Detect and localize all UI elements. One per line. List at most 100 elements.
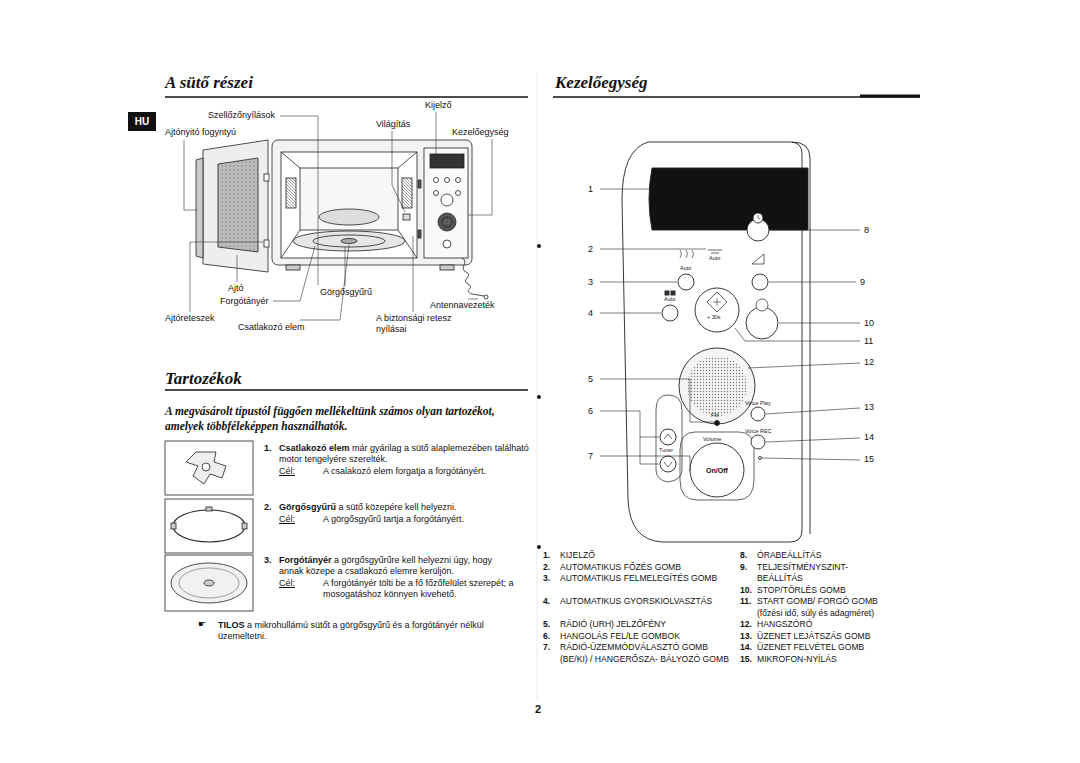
callout-number: 8 xyxy=(864,225,869,236)
callout-leaders xyxy=(600,189,860,470)
list-text: STOP/TÖRLÉS GOMB xyxy=(757,585,917,597)
list-text: AUTOMATIKUS FELMELEGÍTÉS GOMB xyxy=(560,573,732,585)
goal-label: Cél: xyxy=(279,578,295,589)
accessory-images xyxy=(165,441,253,611)
part-label: Ajtó xyxy=(228,283,244,294)
goal-label: Cél: xyxy=(279,466,295,477)
button-caption: Voice Play xyxy=(745,400,771,407)
section-heading: A sütő részei xyxy=(165,72,253,93)
callout-number: 6 xyxy=(588,406,593,417)
list-text: MIKROFON-NYÍLÁS xyxy=(757,654,917,666)
list-text: AUTOMATIKUS GYORSKIOLVASZTÁS xyxy=(560,596,732,608)
node-text: HU xyxy=(135,116,149,127)
callout-number: 2 xyxy=(588,244,593,255)
list-number: 3. xyxy=(543,573,550,585)
part-label: Csatlakozó elem xyxy=(238,322,305,333)
node-text: On/Off xyxy=(706,467,728,474)
list-number: 9. xyxy=(740,562,747,574)
callout-number: 5 xyxy=(588,374,593,385)
list-text: AUTOMATIKUS FŐZÉS GOMB xyxy=(560,562,732,574)
button-caption: Volume xyxy=(703,436,721,443)
list-number: 2. xyxy=(543,562,550,574)
part-label: Szellőzőnyílások xyxy=(208,110,275,121)
section-heading: Kezelőegység xyxy=(555,72,648,93)
item-text: Görgősgyűrű a sütő közepére kell helyezn… xyxy=(279,502,531,513)
button-caption: Auto xyxy=(709,255,720,262)
callout-number: 12 xyxy=(864,357,874,368)
label-text: Görgősgyűrű xyxy=(279,502,336,512)
item-number: 2. xyxy=(264,502,272,513)
goal-text: A forgótányér tölti be a fő főzőfelület … xyxy=(323,578,533,601)
list-number: 13. xyxy=(740,631,752,643)
note-symbol: ☛ xyxy=(198,619,206,630)
list-number: 5. xyxy=(543,619,550,631)
list-number: 15. xyxy=(740,654,752,666)
list-number: 7. xyxy=(543,642,550,654)
part-label: Világítás xyxy=(376,119,410,130)
list-text: ÜZENET LEJÁTSZÁS GOMB xyxy=(757,631,917,643)
bullet-dots xyxy=(537,244,541,549)
goal-label: Cél: xyxy=(279,514,295,525)
goal-text: A görgősgyűrű tartja a forgótányért. xyxy=(323,514,464,525)
language-tab: HU xyxy=(128,112,156,131)
section-heading: Tartozékok xyxy=(165,368,242,389)
list-number: 12. xyxy=(740,619,752,631)
list-number: 1. xyxy=(543,550,550,562)
label-text: Forgótányér xyxy=(279,555,332,565)
callout-number: 11 xyxy=(864,336,873,347)
callout-number: 10 xyxy=(864,318,874,329)
leader-lines xyxy=(184,112,492,320)
item-text: Csatlakozó elem már gyárilag a sütő alap… xyxy=(279,443,531,466)
list-number: 4. xyxy=(543,596,550,608)
item-text: Forgótányér a görgősgyűrűre kell helyezn… xyxy=(279,555,511,578)
callout-number: 9 xyxy=(860,277,865,288)
list-text: ÓRABEÁLLÍTÁS xyxy=(757,550,917,562)
list-text: HANGOLÁS FEL/LE GOMBOK xyxy=(560,631,732,643)
goal-text: A csalakozó elem forgatja a forgótányért… xyxy=(323,466,486,477)
part-label: A biztonsági retesz nyílásai xyxy=(376,313,466,336)
button-caption: Tuner xyxy=(659,447,673,454)
callout-number: 13 xyxy=(864,402,874,413)
list-number: 8. xyxy=(740,550,747,562)
button-caption: Voice REC xyxy=(745,428,772,435)
callout-number: 7 xyxy=(588,451,593,462)
label-text: Csatlakozó elem xyxy=(279,443,350,453)
control-panel xyxy=(622,142,810,542)
button-caption: Auto xyxy=(680,265,691,272)
list-text: KIJELZŐ xyxy=(560,550,732,562)
callout-number: 4 xyxy=(588,308,593,319)
item-number: 1. xyxy=(264,443,272,454)
list-text: TELJESÍTMÉNYSZINT- BEÁLLÍTÁS xyxy=(757,562,887,585)
page-number: 2 xyxy=(535,703,541,717)
label-text: a mikrohullámú sütőt a görgősgyűrű és a … xyxy=(218,620,484,641)
part-label: Görgősgyűrű xyxy=(320,287,372,298)
part-label: Ajtóreteszek xyxy=(165,313,215,324)
list-text: START GOMB/ FORGÓ GOMB xyxy=(757,596,917,608)
part-label: Antennavezeték xyxy=(430,300,495,311)
callout-number: 3 xyxy=(588,277,593,288)
part-label: Kijelző xyxy=(425,100,452,111)
list-number: 11. xyxy=(740,596,751,608)
part-label: Forgótányér xyxy=(220,296,269,307)
list-text: ÜZENET FELVÉTEL GOMB xyxy=(757,642,917,654)
item-number: 3. xyxy=(264,555,272,566)
callout-number: 14 xyxy=(864,432,874,443)
button-caption: Auto xyxy=(664,296,675,303)
callout-number: 1 xyxy=(588,184,593,195)
part-label: Kezelőegység xyxy=(452,127,509,138)
microwave-oven xyxy=(196,140,488,299)
label-text: TILOS xyxy=(218,620,245,630)
onoff-button: On/Off xyxy=(694,447,740,493)
list-note: (főzési idő, súly és adagméret) xyxy=(757,608,927,620)
list-text: RÁDIÓ-ÜZEMMÓDVÁLASZTÓ GOMB (BE/KI) / HAN… xyxy=(560,642,732,665)
list-text: HANGSZÓRÓ xyxy=(757,619,917,631)
part-label: Ajtónyitó fogyntyú xyxy=(165,127,236,138)
intro-text: A megvásárolt típustól függően mellékelt… xyxy=(165,404,533,434)
rules xyxy=(165,72,920,700)
button-caption: + 30s xyxy=(707,314,721,321)
warning-text: TILOS a mikrohullámú sütőt a görgősgyűrű… xyxy=(218,620,518,643)
list-number: 14. xyxy=(740,642,752,654)
label-text: a sütő közepére kell helyezni. xyxy=(339,502,457,512)
